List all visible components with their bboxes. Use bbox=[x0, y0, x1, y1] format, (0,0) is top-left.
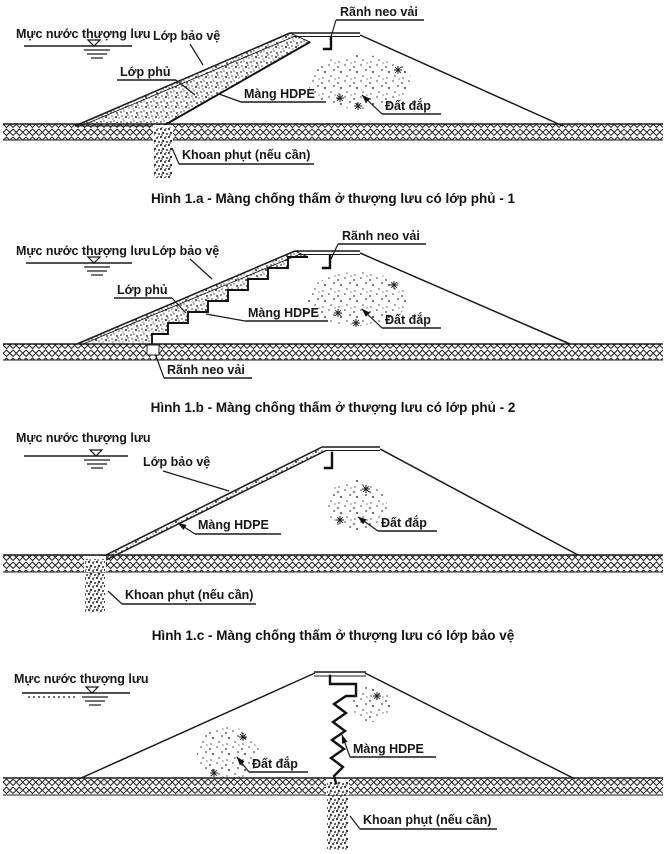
hdpe-membrane-line bbox=[162, 41, 311, 127]
label-fill-soil: Đất đắp bbox=[381, 515, 427, 530]
label-fill-soil: Đất đắp bbox=[252, 756, 298, 771]
label-grouting: Khoan phụt (nếu cần) bbox=[363, 813, 491, 827]
label-hdpe-membrane: Màng HDPE bbox=[198, 518, 269, 532]
grout-strip bbox=[326, 779, 349, 850]
water-level-icon bbox=[22, 686, 130, 706]
label-protective-layer: Lớp bảo vệ bbox=[143, 455, 210, 469]
dam-body bbox=[74, 32, 564, 127]
label-grouting: Khoan phụt (nếu cần) bbox=[182, 148, 310, 162]
toe-anchor-trench bbox=[146, 344, 160, 356]
anchor-hook bbox=[322, 35, 333, 51]
label-anchor-trench-bottom: Rãnh neo vải bbox=[167, 363, 245, 377]
grout-strip bbox=[153, 125, 173, 178]
label-hdpe-membrane: Màng HDPE bbox=[353, 742, 424, 756]
label-water-level: Mực nước thượng lưu bbox=[16, 27, 151, 41]
water-level-icon bbox=[26, 256, 132, 276]
label-water-level: Mực nước thượng lưu bbox=[14, 672, 149, 686]
fill-stipple-cloud bbox=[308, 55, 412, 111]
label-fill-soil: Đất đắp bbox=[385, 312, 431, 327]
label-hdpe-membrane: Màng HDPE bbox=[244, 87, 315, 101]
fill-stipple-cloud bbox=[308, 272, 408, 328]
anchor-hook bbox=[321, 254, 332, 270]
water-level-icon bbox=[24, 449, 128, 469]
hdpe-membrane-zigzag bbox=[328, 674, 358, 785]
water-level-icon bbox=[24, 39, 132, 59]
fill-stipple-cloud bbox=[325, 480, 387, 530]
label-hdpe-membrane: Màng HDPE bbox=[248, 306, 319, 320]
dam-body bbox=[76, 250, 571, 345]
label-cover-layer: Lớp phủ bbox=[117, 283, 168, 297]
dam-body bbox=[78, 671, 576, 780]
label-cover-layer: Lớp phủ bbox=[120, 65, 171, 79]
grout-strip bbox=[84, 556, 106, 613]
figure-caption: Hình 1.c - Màng chống thấm ở thượng lưu … bbox=[152, 628, 515, 643]
label-grouting: Khoan phụt (nếu cần) bbox=[125, 588, 253, 602]
figure-1b-diagram: Mực nước thượng lưu Rãnh neo vải Lớp bảo… bbox=[3, 229, 663, 415]
figure-caption: Hình 1.a - Màng chống thấm ở thượng lưu … bbox=[151, 191, 516, 206]
label-protective-layer: Lớp bảo vệ bbox=[153, 29, 220, 43]
label-protective-layer: Lớp bảo vệ bbox=[152, 244, 219, 258]
figure-caption: Hình 1.b - Màng chống thấm ở thượng lưu … bbox=[151, 400, 516, 415]
figure-1d-diagram: Mực nước thượng lưu Màng HDPE Đất đắp Kh… bbox=[3, 671, 663, 850]
hdpe-membrane-steps bbox=[151, 256, 308, 344]
hdpe-membrane-line bbox=[99, 446, 323, 559]
label-water-level: Mực nước thượng lưu bbox=[16, 244, 151, 258]
protective-layer-band bbox=[100, 447, 326, 561]
fill-stipple-cloud bbox=[197, 727, 259, 781]
label-anchor-trench: Rãnh neo vải bbox=[340, 5, 418, 19]
label-fill-soil: Đất đắp bbox=[385, 98, 431, 113]
label-anchor-trench-top: Rãnh neo vải bbox=[342, 229, 420, 243]
dam-body bbox=[88, 446, 579, 564]
label-water-level: Mực nước thượng lưu bbox=[16, 431, 151, 445]
anchor-hook bbox=[323, 451, 334, 470]
figure-1c-diagram: Mực nước thượng lưu Lớp bảo vệ Màng HDPE… bbox=[3, 431, 663, 643]
figure-1a-diagram: Mực nước thượng lưu Lớp bảo vệ Rãnh neo … bbox=[3, 5, 663, 206]
ground-hatch bbox=[3, 343, 663, 361]
fill-stipple-cloud-small bbox=[351, 686, 391, 722]
